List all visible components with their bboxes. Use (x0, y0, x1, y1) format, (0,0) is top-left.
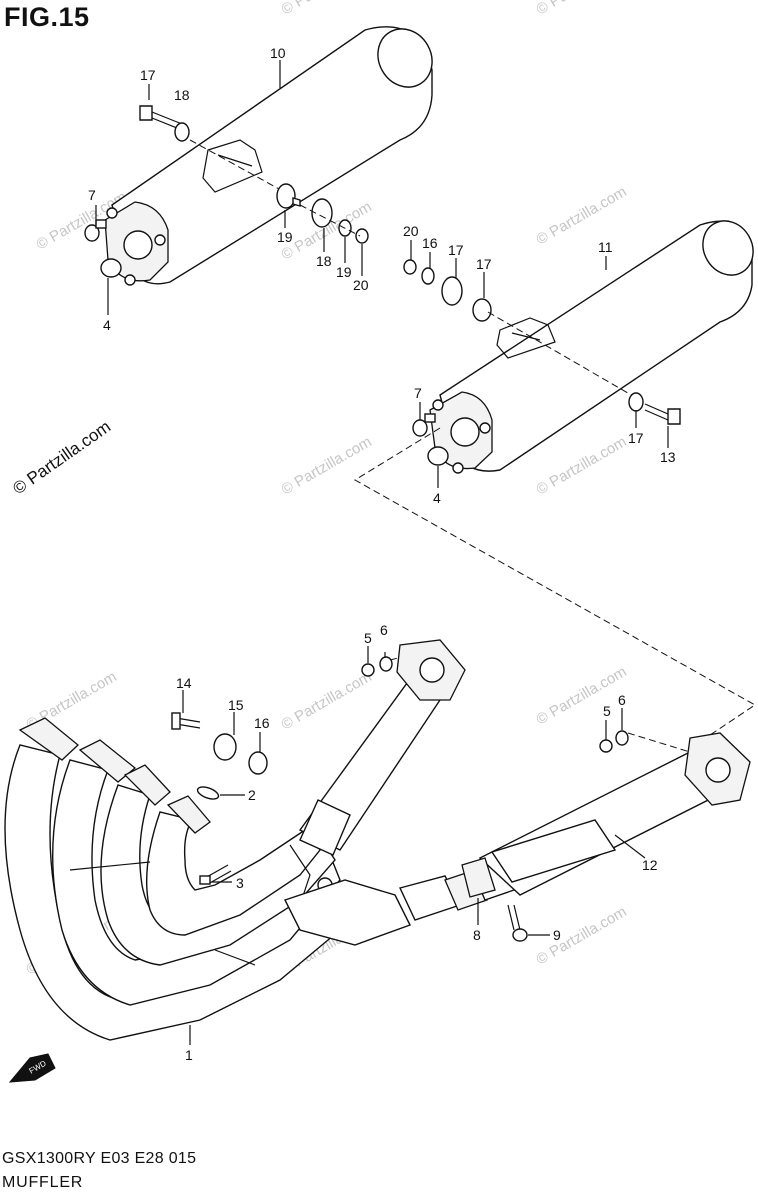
callout-6: 6 (618, 692, 626, 708)
lower-hardware (171, 656, 629, 942)
callout-3: 3 (236, 875, 244, 891)
assembly-route (354, 427, 756, 746)
callout-1: 1 (185, 1047, 193, 1063)
model-code: GSX1300RY E03 E28 015 (2, 1150, 197, 1167)
callout-19: 17 (476, 256, 492, 272)
forward-arrow-icon: FWD (8, 1053, 56, 1083)
muffler-right-hardware (403, 259, 681, 466)
callout-7: 7 (88, 187, 96, 203)
callout-labels: 10 17 18 7 4 19 18 19 20 20 16 17 17 11 … (88, 45, 676, 1063)
callout-18: 17 (448, 242, 464, 258)
callout-18: 18 (316, 253, 332, 269)
callout-14: 10 (270, 45, 286, 61)
leader-lines (95, 60, 669, 1045)
callout-16: 13 (660, 449, 676, 465)
callout-13: 16 (254, 715, 270, 731)
callout-20: 20 (353, 277, 369, 293)
callout-5: 5 (603, 703, 611, 719)
callout-2: 2 (248, 787, 256, 803)
muffler-left-hardware (84, 105, 369, 278)
callout-15: 11 (598, 239, 613, 255)
assembly-route (627, 732, 691, 753)
figure-title: FIG.15 (4, 2, 90, 32)
callout-17: 16 (422, 235, 438, 251)
callout-4: 4 (433, 490, 441, 506)
callout-12: 15 (228, 697, 244, 713)
section-name: MUFFLER (2, 1174, 84, 1191)
callout-8: 8 (473, 927, 481, 943)
watermark: © Partzilla.com (534, 0, 630, 18)
header-pipe-upper (289, 639, 466, 906)
callout-10: 12 (642, 857, 658, 873)
callout-6: 6 (380, 622, 388, 638)
callout-7: 7 (414, 385, 422, 401)
callout-11: 14 (176, 675, 192, 691)
callout-9: 9 (553, 927, 561, 943)
callout-5: 5 (364, 630, 372, 646)
watermark: © Partzilla.com (279, 0, 375, 18)
callout-20: 20 (403, 223, 419, 239)
watermark: © Partzilla.com (279, 433, 375, 498)
callout-16: 17 (140, 67, 156, 83)
callout-19: 19 (277, 229, 293, 245)
watermark: © Partzilla.com (534, 903, 630, 968)
exhaust-headers-1 (4, 717, 341, 1041)
watermark: © Partzilla.com (534, 433, 630, 498)
callout-17: 19 (336, 264, 352, 280)
watermark: © Partzilla.com (534, 183, 630, 248)
watermark-dark: © Partzilla.com (9, 417, 114, 498)
watermark: © Partzilla.com (534, 663, 630, 728)
callout-17: 18 (174, 87, 190, 103)
callout-4: 4 (103, 317, 111, 333)
watermark: © Partzilla.com (279, 668, 375, 733)
callout-17: 17 (628, 430, 644, 446)
muffler-left-14 (104, 26, 433, 286)
connector-pipe-10 (478, 732, 751, 896)
muffler-right-15 (429, 220, 754, 474)
